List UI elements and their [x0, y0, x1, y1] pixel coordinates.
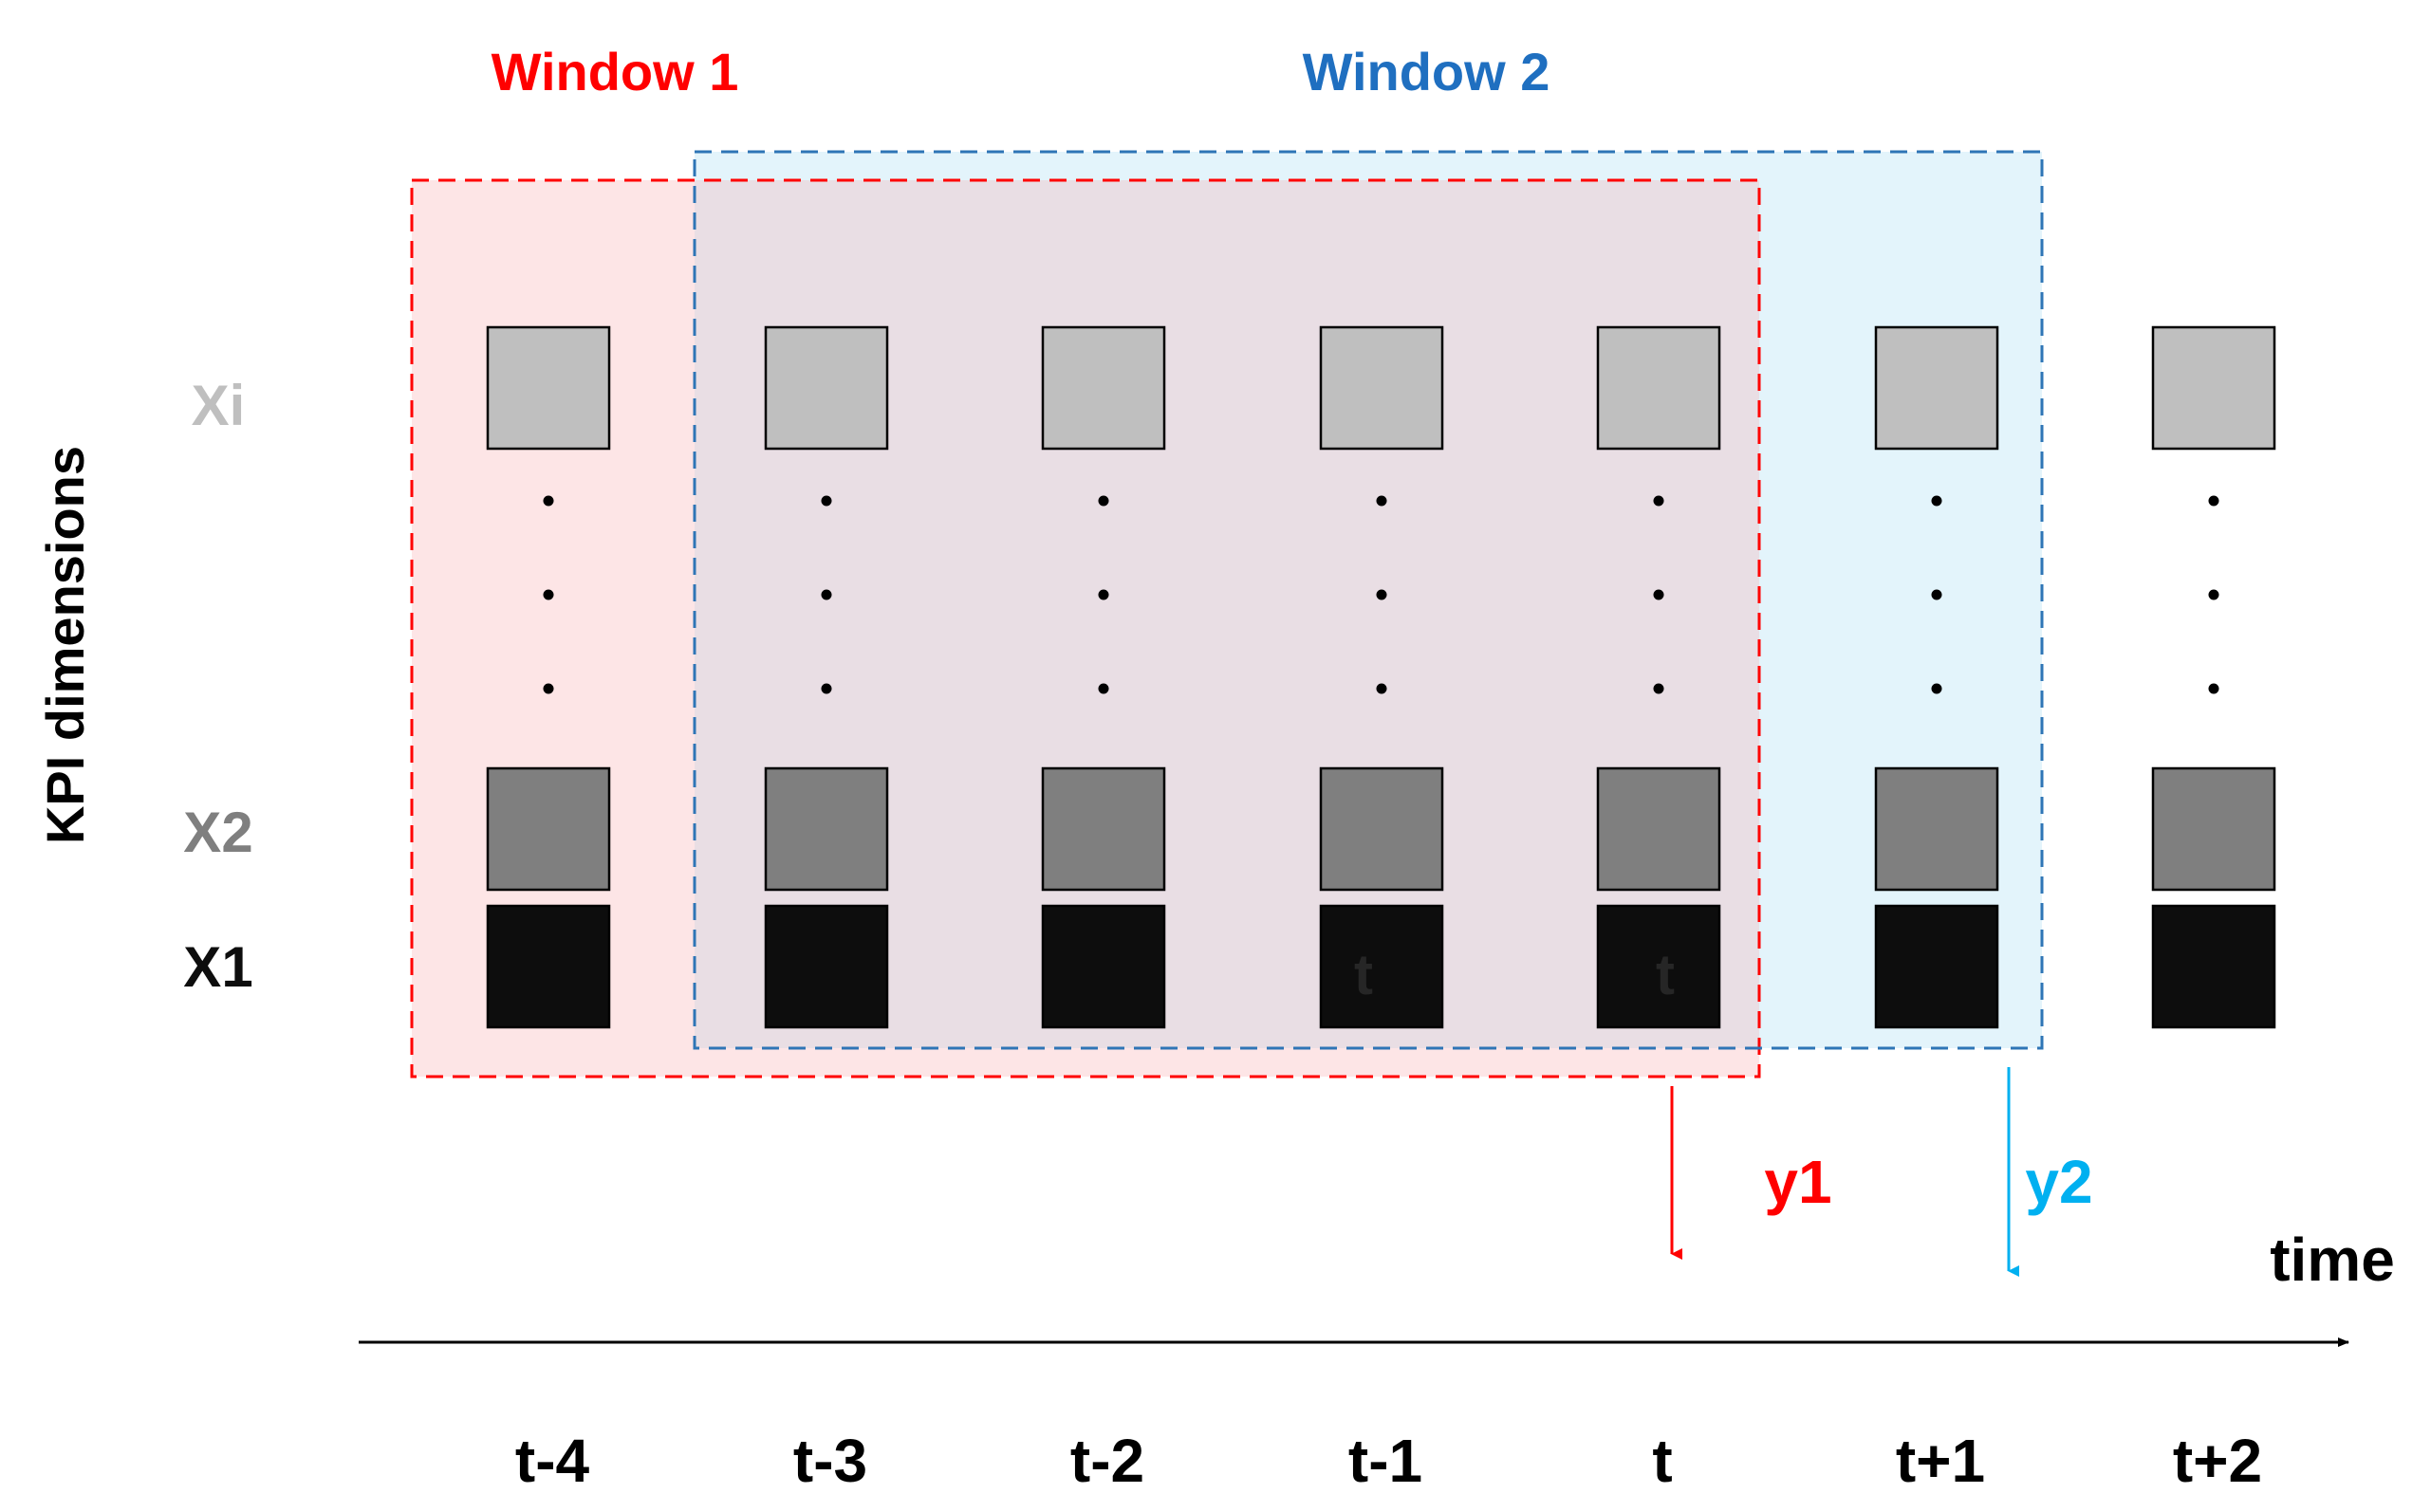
square-xi-col-7	[2151, 325, 2276, 451]
square-x2-col-5	[1596, 766, 1721, 892]
ellipsis-dot-col-3-1	[1098, 495, 1109, 507]
ellipsis-dot-col-6-3	[1931, 683, 1942, 694]
ellipsis-dot-col-3-3	[1098, 683, 1109, 694]
square-xi-col-6	[1874, 325, 1999, 451]
ellipsis-dot-col-4-1	[1376, 495, 1387, 507]
square-x2-col-3	[1041, 766, 1166, 892]
ellipsis-dot-col-2-1	[821, 495, 832, 507]
time-tick-labels: t-4 t-3 t-2 t-1 t t+1 t+2	[515, 1427, 2262, 1495]
x1-overlay-t-minus-1: t	[1354, 943, 1373, 1006]
square-x2-col-4	[1319, 766, 1444, 892]
square-xi-col-4	[1319, 325, 1444, 451]
square-x2-col-1	[486, 766, 611, 892]
square-x1-col-3	[1041, 904, 1166, 1029]
row-label-xi: Xi	[192, 374, 246, 437]
ellipsis-dot-col-1-2	[543, 589, 554, 600]
time-label-7: t+2	[2173, 1427, 2262, 1495]
square-xi-col-3	[1041, 325, 1166, 451]
ellipsis-dot-col-7-2	[2208, 589, 2219, 600]
ellipsis-dot-col-7-1	[2208, 495, 2219, 507]
window-2-border	[693, 150, 2044, 1050]
row-label-x2: X2	[183, 801, 252, 864]
square-x1-col-4	[1319, 904, 1444, 1029]
row-label-x1: X1	[183, 935, 252, 999]
square-xi-col-5	[1596, 325, 1721, 451]
window-1-border	[410, 178, 1761, 1079]
y2-label: y2	[2025, 1148, 2092, 1216]
ellipsis-dot-col-4-3	[1376, 683, 1387, 694]
square-x2-col-2	[764, 766, 889, 892]
ellipsis-dot-col-6-2	[1931, 589, 1942, 600]
time-label-6: t+1	[1896, 1427, 1985, 1495]
kpi-square-grid	[486, 325, 2276, 1029]
ellipsis-dot-col-2-2	[821, 589, 832, 600]
ellipsis-dot-col-3-2	[1098, 589, 1109, 600]
square-x1-col-7	[2151, 904, 2276, 1029]
time-label-4: t-1	[1348, 1427, 1422, 1495]
x1-overlay-t: t	[1656, 943, 1675, 1006]
square-x1-col-5	[1596, 904, 1721, 1029]
window-1-title: Window 1	[492, 42, 739, 101]
ellipsis-dot-col-5-1	[1653, 495, 1664, 507]
ellipsis-dot-col-5-3	[1653, 683, 1664, 694]
square-x1-col-2	[764, 904, 889, 1029]
time-label-3: t-2	[1070, 1427, 1144, 1495]
time-axis-label: time	[2270, 1226, 2395, 1294]
ellipsis-dot-col-7-3	[2208, 683, 2219, 694]
ellipsis-dot-col-6-1	[1931, 495, 1942, 507]
y1-label: y1	[1764, 1148, 1831, 1216]
ellipsis-dots	[543, 495, 2219, 694]
ellipsis-dot-col-5-2	[1653, 589, 1664, 600]
y-axis-label: KPI dimensions	[35, 446, 95, 844]
time-label-1: t-4	[515, 1427, 590, 1495]
square-xi-col-1	[486, 325, 611, 451]
ellipsis-dot-col-1-1	[543, 495, 554, 507]
ellipsis-dot-col-1-3	[543, 683, 554, 694]
window-2-title: Window 2	[1303, 42, 1550, 101]
ellipsis-dot-col-4-2	[1376, 589, 1387, 600]
ellipsis-dot-col-2-3	[821, 683, 832, 694]
square-x2-col-6	[1874, 766, 1999, 892]
time-label-5: t	[1652, 1427, 1672, 1495]
square-x2-col-7	[2151, 766, 2276, 892]
window-overlap-region	[695, 180, 1759, 1048]
square-x1-col-6	[1874, 904, 1999, 1029]
time-label-2: t-3	[793, 1427, 867, 1495]
square-x1-col-1	[486, 904, 611, 1029]
square-xi-col-2	[764, 325, 889, 451]
